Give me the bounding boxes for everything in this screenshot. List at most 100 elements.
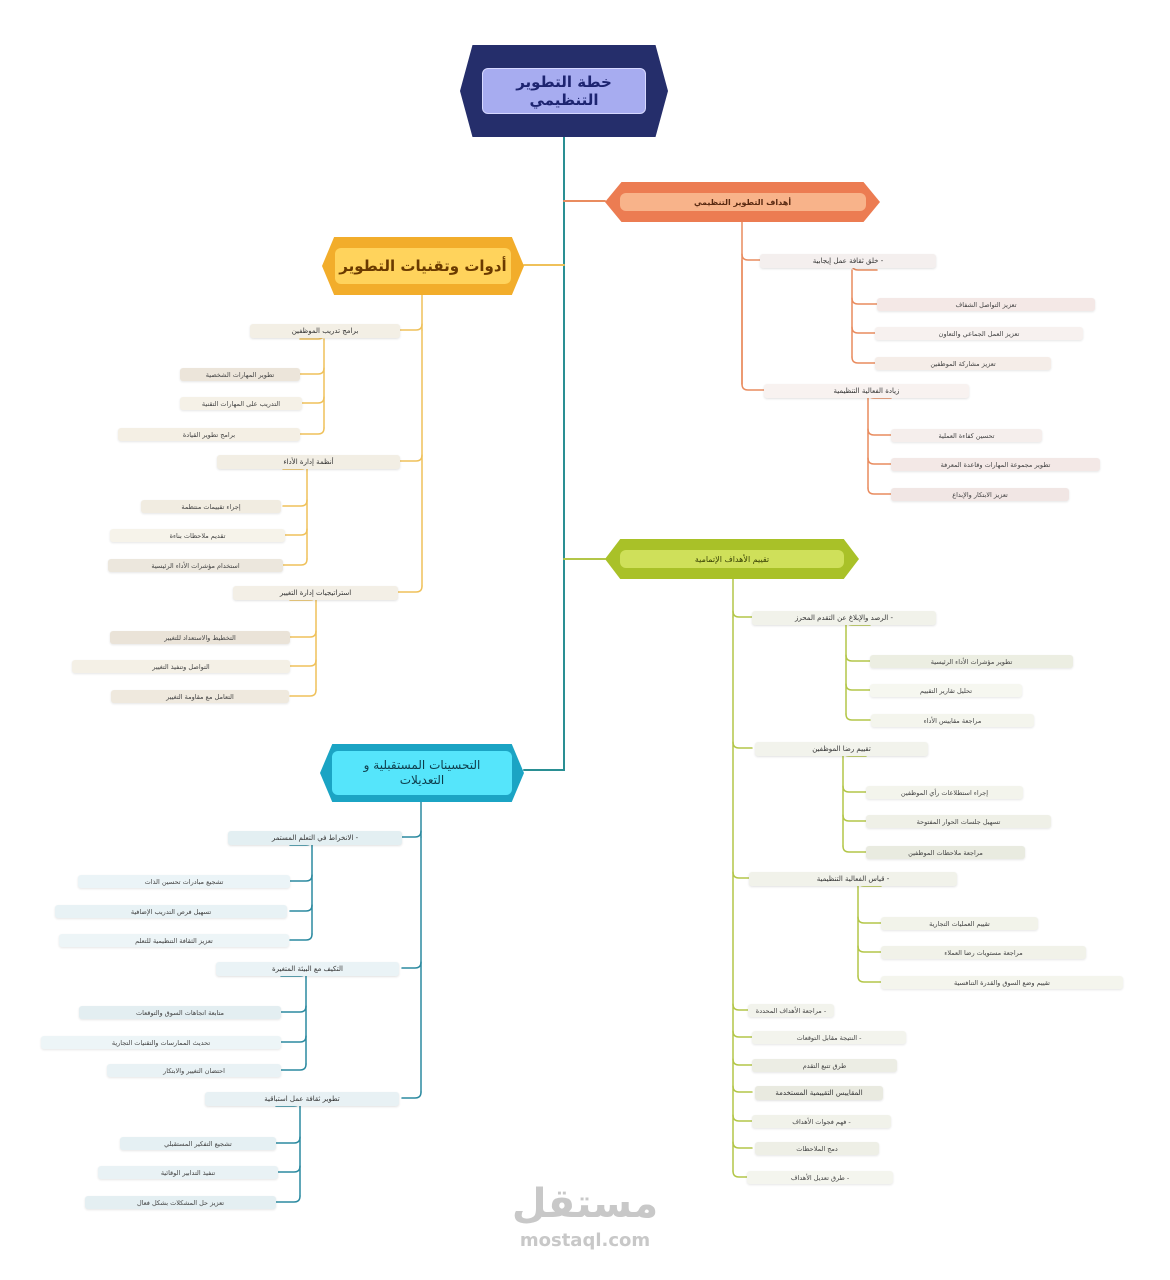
eval-groups-link-8 xyxy=(732,1114,753,1122)
goals-group-2[interactable]: زيادة الفعالية التنظيمية xyxy=(764,384,969,398)
future-g2-link-3 xyxy=(280,1035,307,1043)
eval-g3-link-2 xyxy=(857,916,882,924)
goals-2-item-3[interactable]: تعزيز الابتكار والإبداع xyxy=(891,488,1069,501)
goals-2-item-2[interactable]: تطوير مجموعة المهارات وقاعدة المعرفة xyxy=(891,458,1100,471)
tools-g2-link-4 xyxy=(282,558,308,566)
goals-group-1[interactable]: - خلق ثقافة عمل إيجابية xyxy=(760,254,936,268)
tools-group-3[interactable]: استراتيجيات إدارة التغيير xyxy=(233,586,398,600)
tools-groups-link-2 xyxy=(397,454,423,462)
eval-groups-link-6 xyxy=(732,1058,753,1066)
future-group-1[interactable]: - الانخراط في التعلم المستمر xyxy=(228,831,402,845)
branch-future-label: التحسينات المستقبلية و التعديلات xyxy=(363,758,481,787)
eval-3-item-3[interactable]: تقييم وضع السوق والقدرة التنافسية xyxy=(881,976,1123,989)
future-2-item-2[interactable]: تحديث الممارسات والتقنيات التجارية xyxy=(41,1036,281,1049)
eval-extra-1[interactable]: - مراجعة الأهداف المحددة xyxy=(748,1004,834,1017)
goals-1-item-1[interactable]: تعزيز التواصل الشفاف xyxy=(877,298,1095,311)
future-groups-link-3 xyxy=(401,1091,422,1099)
eval-g2-link-2 xyxy=(842,785,867,793)
eval-1-item-1[interactable]: تطوير مؤشرات الأداء الرئيسية xyxy=(870,655,1073,668)
goals-1-item-2[interactable]: تعزيز العمل الجماعي والتعاون xyxy=(875,327,1083,340)
tools-2-item-1[interactable]: إجراء تقييمات منتظمة xyxy=(141,500,281,513)
tools-3-item-1[interactable]: التخطيط والاستعداد للتغيير xyxy=(110,631,290,644)
goals-g2-link-3 xyxy=(867,457,892,465)
eval-extra-6[interactable]: دمج الملاحظات xyxy=(755,1142,879,1155)
root-node[interactable]: خطة التطوير التنظيمي xyxy=(460,45,668,137)
tools-1-item-2[interactable]: التدريب على المهارات التقنية xyxy=(180,397,302,410)
branch-goals-label: أهداف التطوير التنظيمي xyxy=(693,197,792,207)
eval-extra-5[interactable]: - فهم فجوات الأهداف xyxy=(752,1115,891,1128)
tools-g3-link-3 xyxy=(289,659,317,667)
goals-g2-link-4 xyxy=(867,487,892,495)
branch-tools[interactable]: أدوات وتقنيات التطوير xyxy=(322,237,524,295)
eval-g3-link-3 xyxy=(857,945,882,953)
future-g3-link-3 xyxy=(275,1165,301,1173)
future-group-2[interactable]: التكيف مع البيئة المتغيرة xyxy=(216,962,399,976)
tools-2-item-2[interactable]: تقديم ملاحظات بناءة xyxy=(110,529,285,542)
eval-2-item-2[interactable]: تسهيل جلسات الحوار المفتوحة xyxy=(866,815,1051,828)
eval-2-item-3[interactable]: مراجعة ملاحظات الموظفين xyxy=(866,846,1025,859)
eval-g1-link-4 xyxy=(845,713,871,721)
branch-future[interactable]: التحسينات المستقبلية و التعديلات xyxy=(320,744,524,802)
eval-2-item-1[interactable]: إجراء استطلاعات رأي الموظفين xyxy=(866,786,1023,799)
tools-group-2[interactable]: أنظمة إدارة الأداء xyxy=(217,455,400,469)
eval-extra-4[interactable]: المقاييس التقييمية المستخدمة xyxy=(755,1086,883,1100)
future-2-item-1[interactable]: متابعة اتجاهات السوق والتوقعات xyxy=(79,1006,281,1019)
eval-groups-link-10 xyxy=(732,1170,753,1178)
tools-1-item-3[interactable]: برامج تطوير القيادة xyxy=(118,428,300,441)
trunk-line xyxy=(523,136,565,771)
future-g2-link-2 xyxy=(280,1005,307,1013)
future-1-item-3[interactable]: تعزيز الثقافة التنظيمية للتعلم xyxy=(59,934,289,947)
branch-evaluation[interactable]: تقييم الأهداف الإتمامية xyxy=(605,539,859,579)
future-g1-link-4 xyxy=(289,933,313,941)
tools-g3-link-2 xyxy=(289,630,317,638)
future-1-item-2[interactable]: تسهيل فرص التدريب الإضافية xyxy=(55,905,287,918)
tools-3-item-2[interactable]: التواصل وتنفيذ التغيير xyxy=(72,660,290,673)
goals-g1-link-4 xyxy=(851,356,878,364)
eval-g2-link-3 xyxy=(842,814,867,822)
eval-1-item-2[interactable]: تحليل تقارير التقييم xyxy=(870,684,1022,697)
goals-1-item-3[interactable]: تعزيز مشاركة الموظفين xyxy=(875,357,1051,370)
goals-groups-link-2 xyxy=(741,383,765,391)
goals-g1-link-2 xyxy=(851,297,878,305)
eval-group-3[interactable]: - قياس الفعالية التنظيمية xyxy=(749,872,957,886)
tools-3-item-3[interactable]: التعامل مع مقاومة التغيير xyxy=(111,690,289,703)
tools-2-item-3[interactable]: استخدام مؤشرات الأداء الرئيسية xyxy=(108,559,283,572)
goals-2-item-1[interactable]: تحسين كفاءة العملية xyxy=(891,429,1042,442)
future-3-item-1[interactable]: تشجيع التفكير المستقبلي xyxy=(120,1137,276,1150)
goals-g2-link-2 xyxy=(867,428,892,436)
eval-extra-7[interactable]: - طرق تعديل الأهداف xyxy=(747,1171,893,1184)
tools-group-1[interactable]: برامج تدريب الموظفين xyxy=(250,324,400,338)
future-1-item-1[interactable]: تشجيع مبادرات تحسين الذات xyxy=(78,875,290,888)
eval-3-item-2[interactable]: مراجعة مستويات رضا العملاء xyxy=(881,946,1086,959)
eval-groups-link-2 xyxy=(732,741,753,749)
future-groups-link-1 xyxy=(401,830,422,838)
future-group-3[interactable]: تطوير ثقافة عمل استباقية xyxy=(205,1092,399,1106)
future-g2-link-4 xyxy=(280,1063,307,1071)
eval-groups-link-7 xyxy=(732,1085,753,1093)
future-groups-link-2 xyxy=(401,961,422,969)
branch-tools-label: أدوات وتقنيات التطوير xyxy=(339,257,507,275)
eval-extra-2[interactable]: - النتيجة مقابل التوقعات xyxy=(752,1031,906,1044)
tools-groups-link-3 xyxy=(397,585,423,593)
eval-group-2[interactable]: تقييم رضا الموظفين xyxy=(755,742,928,756)
tools-1-item-1[interactable]: تطوير المهارات الشخصية xyxy=(180,368,300,381)
future-g3-link-4 xyxy=(275,1195,301,1203)
future-2-item-3[interactable]: احتضان التغيير والابتكار xyxy=(107,1064,281,1077)
eval-groups-link-9 xyxy=(732,1141,753,1149)
future-3-item-2[interactable]: تنفيذ التدابير الوقائية xyxy=(98,1166,278,1179)
tools-g3-link-4 xyxy=(289,689,317,697)
eval-groups-link-1 xyxy=(732,610,753,618)
eval-group-1[interactable]: - الرصد والإبلاغ عن التقدم المحرز xyxy=(752,611,936,625)
eval-3-item-1[interactable]: تقييم العمليات التجارية xyxy=(881,917,1038,930)
tools-g2-link-3 xyxy=(282,528,308,536)
future-3-item-3[interactable]: تعزيز حل المشكلات بشكل فعال xyxy=(85,1196,276,1209)
tools-groups-link-1 xyxy=(397,323,423,331)
eval-groups-link-5 xyxy=(732,1030,753,1038)
eval-1-item-3[interactable]: مراجعة مقاييس الأداء xyxy=(871,714,1034,727)
eval-extra-3[interactable]: طرق تتبع التقدم xyxy=(752,1059,897,1072)
branch-goals[interactable]: أهداف التطوير التنظيمي xyxy=(605,182,880,222)
tools-g2-link-2 xyxy=(282,499,308,507)
eval-g3-link-4 xyxy=(857,975,882,983)
tools-g1-link-4 xyxy=(299,427,325,435)
